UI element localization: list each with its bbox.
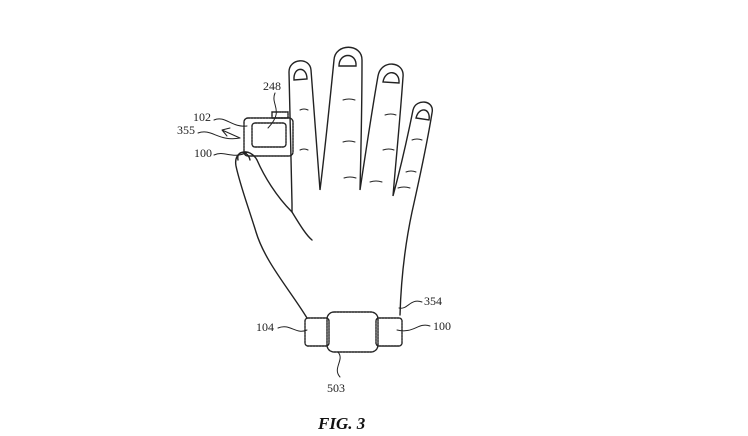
watch-device	[304, 311, 403, 353]
knuckle-lines	[299, 98, 423, 189]
thumb-inner	[291, 211, 313, 241]
fingernail-pinky	[415, 109, 430, 121]
leader-lines	[197, 92, 431, 378]
label-104: 104	[256, 320, 274, 334]
figure-caption: FIG. 3	[318, 414, 366, 433]
fingernail-ring	[382, 72, 400, 84]
label-354: 354	[424, 294, 442, 308]
ring-device	[243, 111, 294, 157]
label-355: 355	[177, 123, 195, 137]
label-100-ring: 100	[194, 146, 212, 160]
fingernail-middle	[338, 54, 357, 67]
label-100-watch: 100	[433, 319, 451, 333]
label-102: 102	[193, 110, 211, 124]
fingernail-thumb	[237, 151, 251, 161]
label-248: 248	[263, 79, 281, 93]
label-503: 503	[327, 381, 345, 395]
fingernail-index	[293, 68, 308, 81]
hand-outline	[235, 46, 433, 319]
